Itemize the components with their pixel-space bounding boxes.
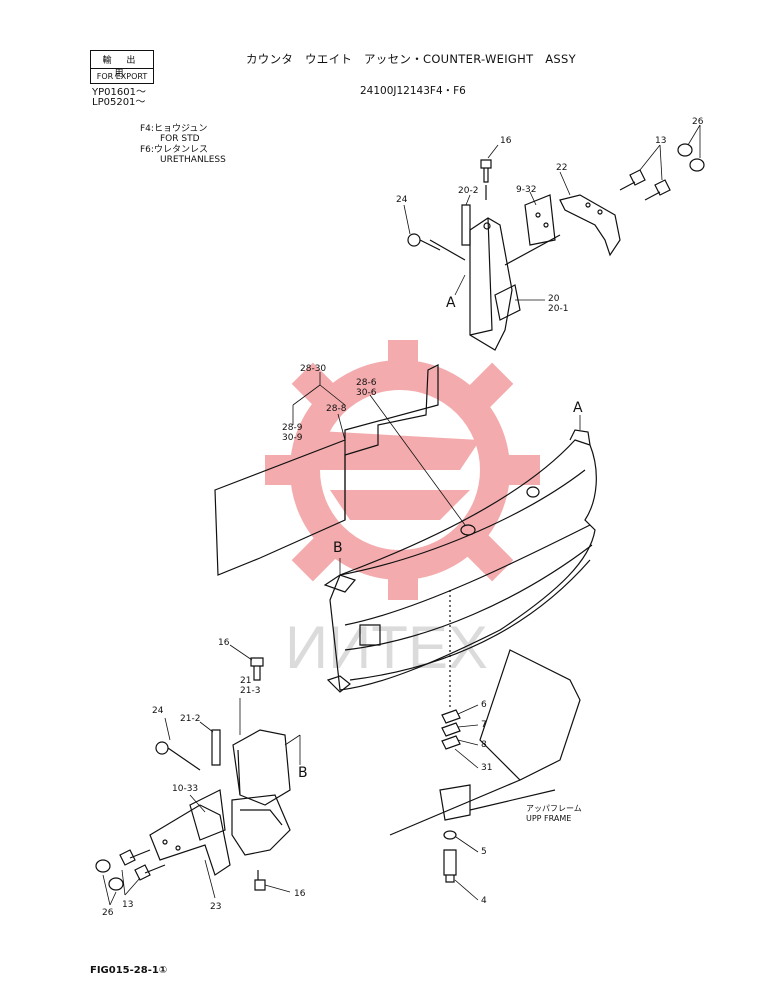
drawing-title: カウンタ ウエイト アッセン・COUNTER-WEIGHT ASSY — [246, 52, 576, 66]
counterweight-body — [323, 429, 597, 693]
callout-21-2: 21-2 — [180, 714, 201, 724]
export-box-en: FOR EXPORT — [91, 68, 153, 81]
serial-range-2: LP05201～ — [92, 97, 146, 108]
callout-28-30: 28-30 — [300, 364, 327, 374]
callout-7: 7 — [481, 720, 487, 730]
bolt-16-lower — [250, 657, 264, 681]
callout-22: 22 — [556, 163, 568, 173]
callout-28-8: 28-8 — [326, 404, 347, 414]
callout-A-upper: A — [446, 295, 456, 311]
callout-20: 20 — [548, 294, 560, 304]
upper-frame — [389, 649, 581, 836]
nut-24-top — [407, 233, 441, 251]
plate-9-32 — [524, 194, 556, 246]
nut-24-lower — [155, 741, 201, 771]
callout-28-9: 28-9 — [282, 423, 303, 433]
bolts-13-lower — [119, 849, 166, 881]
callout-24: 24 — [396, 195, 408, 205]
lower-block-assembly — [211, 729, 291, 856]
part-number: 24100J12143F4・F6 — [360, 85, 466, 97]
callout-13: 13 — [655, 136, 667, 146]
bolts-13-top — [619, 169, 671, 201]
bolt-16-top — [480, 159, 492, 200]
watermark-text: ИИТЕХ — [285, 614, 488, 681]
callout-30-6: 30-6 — [356, 388, 377, 398]
callout-16: 16 — [500, 136, 512, 146]
callout-30-9: 30-9 — [282, 433, 303, 443]
callout-9-32: 9-32 — [516, 185, 537, 195]
serial-range-1: YP01601～ — [92, 87, 146, 98]
callout-26-lower: 26 — [102, 908, 114, 918]
export-box: 輸 出 用 FOR EXPORT — [90, 50, 154, 84]
callout-21-3: 21-3 — [240, 686, 261, 696]
callout-31: 31 — [481, 763, 493, 773]
callout-8: 8 — [481, 740, 487, 750]
callout-20-1: 20-1 — [548, 304, 569, 314]
bracket-23 — [149, 789, 231, 876]
bolt-16-bottom — [254, 870, 266, 891]
note-f6-jp: ウレタンレス — [153, 145, 208, 155]
callout-6: 6 — [481, 700, 487, 710]
callout-B-upper: B — [333, 540, 343, 556]
callout-13-lower: 13 — [122, 900, 134, 910]
note-f6: F6:ウレタンレス — [140, 145, 208, 155]
caps-26-top — [677, 143, 705, 172]
washer-stack — [441, 590, 461, 883]
callout-A-lower: A — [573, 400, 583, 416]
callout-B-lower: B — [298, 765, 308, 781]
callout-23: 23 — [210, 902, 222, 912]
callout-28-6: 28-6 — [356, 378, 377, 388]
note-f4-en: FOR STD — [160, 134, 200, 144]
note-f6-code: F6 — [140, 145, 151, 155]
callout-16-bottom: 16 — [294, 889, 306, 899]
note-f4-code: F4 — [140, 124, 151, 134]
upper-support-bracket — [429, 204, 521, 351]
callout-10-33: 10-33 — [172, 784, 199, 794]
upper-frame-label-jp: アッパフレーム — [526, 804, 582, 813]
export-box-jp: 輸 出 用 — [102, 56, 142, 79]
callout-5: 5 — [481, 847, 487, 857]
callout-20-2: 20-2 — [458, 186, 479, 196]
figure-id: FIG015-28-1① — [90, 965, 168, 976]
callout-4: 4 — [481, 896, 487, 906]
leader-lines — [102, 124, 701, 906]
caps-26-lower — [95, 859, 124, 891]
note-f4: F4:ヒョウジュン — [140, 124, 208, 134]
watermark-logo — [265, 340, 540, 600]
counterweight-plate — [214, 364, 439, 576]
note-f4-jp: ヒョウジュン — [153, 124, 208, 134]
svg-text:ИИТЕХ: ИИТЕХ — [285, 614, 488, 681]
callout-21: 21 — [240, 676, 252, 686]
callout-26: 26 — [692, 117, 704, 127]
callout-24-lower: 24 — [152, 706, 164, 716]
callout-16-lower: 16 — [218, 638, 230, 648]
note-f6-en: URETHANLESS — [160, 155, 226, 165]
bracket-22 — [504, 194, 621, 266]
upper-frame-label-en: UPP FRAME — [526, 814, 572, 823]
